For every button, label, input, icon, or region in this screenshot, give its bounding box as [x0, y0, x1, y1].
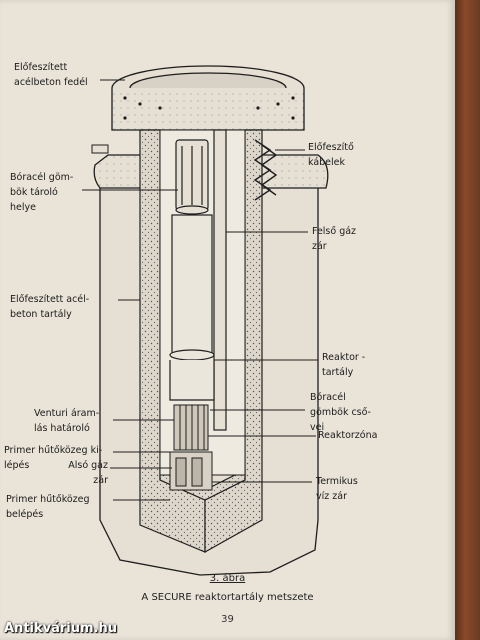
label-reactor-vessel: Reaktor - tartály — [322, 352, 366, 378]
reactor-vessel — [169, 129, 227, 431]
leader-lines — [82, 79, 318, 501]
figure-title: A SECURE reaktortartály metszete — [141, 592, 314, 603]
watermark-logo: Antikvárium.hu — [4, 621, 117, 636]
label-boron-storage: Bóracél göm- bök tároló helye — [10, 172, 74, 213]
page-number: 39 — [221, 614, 234, 625]
label-prestressed-vessel: Előfeszített acél- beton tartály — [10, 294, 90, 320]
label-reactor-core: Reaktorzóna — [318, 430, 378, 441]
figure-number: 3. ábra — [0, 573, 455, 584]
label-boron-tubes: Bóracél gömbök cső- vei — [310, 392, 371, 433]
book-spine — [455, 0, 480, 640]
reactor-core — [169, 404, 213, 491]
label-lower-gas-seal: Alsó gáz zár — [68, 460, 108, 486]
label-venturi: Venturi áram- lás határoló — [34, 408, 100, 434]
label-precast-lid: Előfeszített acélbeton fedél — [14, 62, 88, 88]
label-primary-outlet: Primer hűtőközeg ki- lépés — [4, 445, 103, 471]
label-prestress-cables: Előfeszítő kábelek — [308, 142, 354, 168]
label-upper-gas-seal: Felső gáz zár — [312, 226, 357, 252]
pipe-stub — [91, 144, 109, 154]
figure-number-text: 3. ábra — [209, 573, 246, 584]
label-primary-inlet: Primer hűtőközeg belépés — [6, 494, 90, 520]
boron-ball-storage — [175, 139, 209, 215]
label-thermal-water-seal: Termikus víz zár — [316, 476, 358, 502]
prestress-cables — [253, 139, 278, 201]
reactor-cross-section-diagram — [82, 65, 329, 576]
